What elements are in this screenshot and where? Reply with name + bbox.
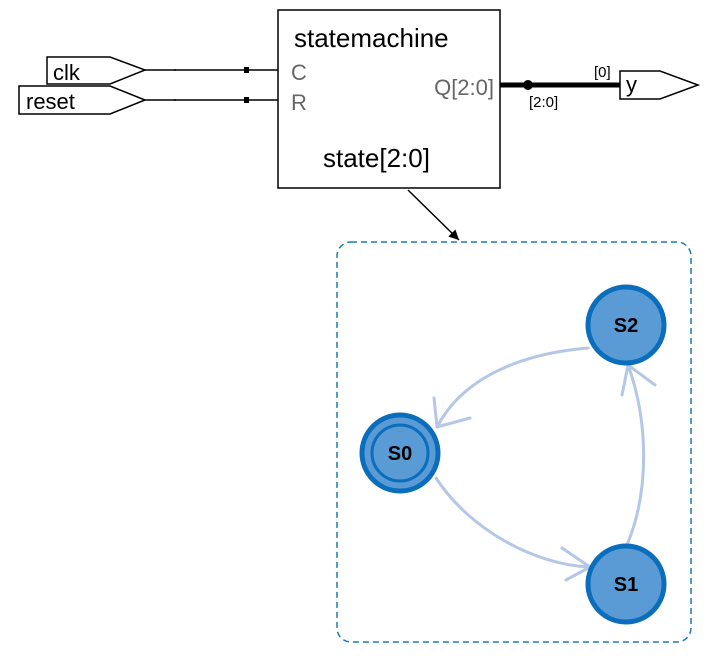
initial-state-ring: [370, 423, 430, 483]
state-s0-label: S0: [388, 443, 412, 465]
state-s0[interactable]: S0: [359, 412, 441, 494]
clk-input-port[interactable]: clk: [46, 56, 148, 85]
clk-pin-marker: [244, 67, 249, 73]
expand-arrow: [407, 189, 460, 241]
transition-s1-s2-arrowhead: [620, 363, 657, 397]
transition-s2-s0-arrowhead: [432, 396, 472, 429]
pin-c-label: C: [291, 60, 307, 85]
reset-pin-marker: [244, 97, 249, 103]
state-register-label: state[2:0]: [323, 143, 430, 173]
fsm-transitions: [432, 346, 657, 582]
bus-bit-label: [0]: [594, 64, 611, 81]
statemachine-block[interactable]: statemachine C R Q[2:0] state[2:0]: [277, 9, 501, 189]
state-s1[interactable]: S1: [585, 543, 667, 625]
state-s1-label: S1: [614, 574, 638, 596]
reset-label: reset: [26, 89, 75, 114]
y-output-port[interactable]: y: [619, 70, 701, 100]
pin-q-label: Q[2:0]: [434, 75, 494, 100]
bus-range-label: [2:0]: [529, 94, 558, 111]
state-s2-label: S2: [614, 315, 638, 337]
reset-input-port[interactable]: reset: [18, 85, 148, 115]
clk-label: clk: [53, 60, 81, 85]
transition-s1-s2: [625, 363, 646, 547]
output-bus: [2:0] [0]: [500, 64, 620, 111]
block-name: statemachine: [294, 23, 449, 53]
pin-r-label: R: [291, 90, 307, 115]
transition-s2-s0: [435, 346, 590, 429]
state-s2[interactable]: S2: [585, 284, 667, 366]
y-label: y: [626, 72, 637, 97]
transition-s0-s1: [434, 476, 592, 569]
input-wires: [145, 67, 278, 103]
fsm-frame: [336, 241, 692, 643]
bus-junction: [523, 80, 533, 90]
